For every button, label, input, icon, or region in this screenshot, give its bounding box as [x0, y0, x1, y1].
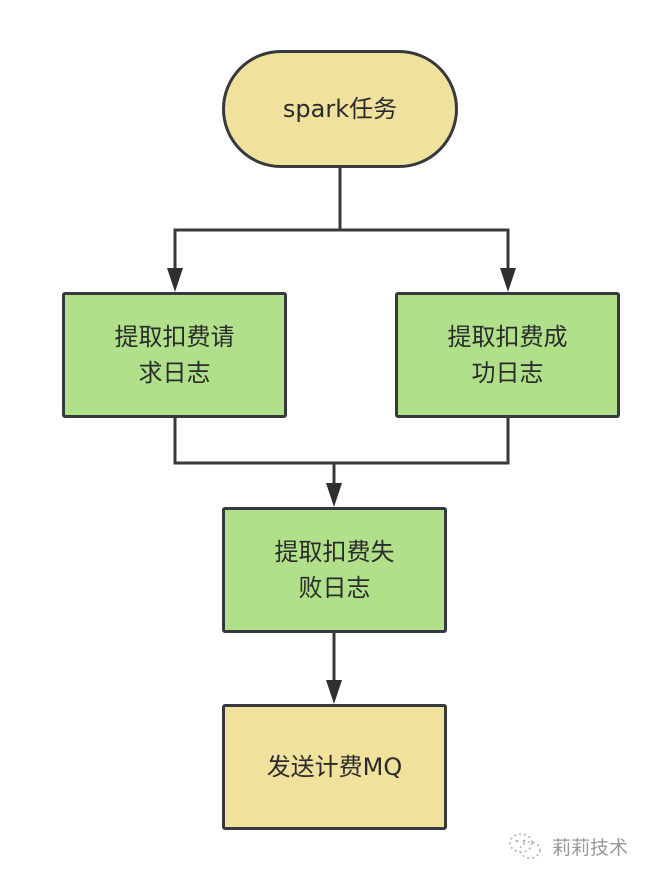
arrowhead-send-mq [326, 680, 342, 704]
edge-split-to-success-logs [340, 228, 510, 275]
node-extract-success-logs: 提取扣费成 功日志 [395, 292, 620, 418]
node-send-billing-mq: 发送计费MQ [222, 704, 447, 830]
node-label: 发送计费MQ [266, 753, 403, 781]
node-label: 提取扣费失 败日志 [274, 538, 395, 602]
node-label: spark任务 [282, 95, 398, 123]
arrowhead-success-logs [500, 268, 516, 292]
node-spark-task: spark任务 [222, 50, 458, 168]
node-extract-failure-logs: 提取扣费失 败日志 [222, 507, 447, 633]
watermark-text: 莉莉技术 [552, 836, 629, 859]
wechat-icon [509, 833, 541, 859]
arrowhead-failure-logs [326, 483, 342, 507]
edge-success-logs-to-merge [334, 418, 510, 465]
node-label: 提取扣费成 功日志 [447, 323, 568, 387]
edge-split-to-request-logs [173, 228, 340, 275]
arrowhead-request-logs [167, 268, 183, 292]
node-label: 提取扣费请 求日志 [114, 323, 235, 387]
watermark: 莉莉技术 [508, 832, 628, 860]
node-extract-request-logs: 提取扣费请 求日志 [62, 292, 287, 418]
edge-request-logs-to-merge [173, 418, 334, 465]
